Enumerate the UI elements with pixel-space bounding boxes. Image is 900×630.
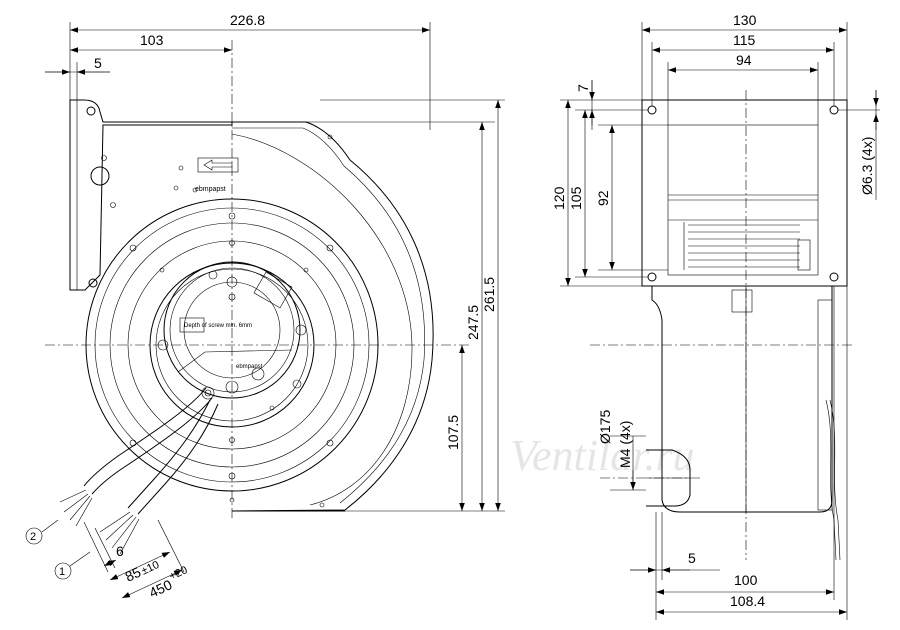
front-view: ebmpapst ebmpapst Depth of screw min. 6m… xyxy=(25,12,505,601)
watermark: Ventilar.ru xyxy=(510,431,695,480)
dim-width-overall: 130 xyxy=(733,12,757,28)
callout-circle-2 xyxy=(25,527,43,545)
dim-height-to-outlet: 247.5 xyxy=(465,305,481,340)
callout-circle-1 xyxy=(54,562,72,580)
volute-housing xyxy=(85,121,434,512)
dim-inner-height: 92 xyxy=(595,190,611,206)
brand-label: ebmpapst xyxy=(195,186,226,193)
dim-lead-strip: 6 xyxy=(116,543,124,559)
dim-center-height: 107.5 xyxy=(445,415,461,450)
mounting-flange xyxy=(69,99,233,291)
rotor-brand-label: ebmpapst xyxy=(236,364,263,370)
callout-1: 1 xyxy=(59,566,65,578)
dim-rotor-offset: 5 xyxy=(688,550,696,566)
dim-flange-thickness: 5 xyxy=(94,55,102,71)
cable-bundle xyxy=(59,387,219,555)
dim-height-overall: 120 xyxy=(551,186,567,210)
dim-screw-thread: M4 (4x) xyxy=(617,421,633,468)
side-flange-plate xyxy=(641,99,848,287)
front-extension-lines xyxy=(69,22,505,512)
dim-hole-spacing-h: 115 xyxy=(733,32,756,48)
rotor-note: Depth of screw min. 6mm xyxy=(184,323,252,329)
side-view: 130 115 94 7 120 105 92 Ø6.3 (4x) Ø175 M… xyxy=(551,12,880,620)
callout-2: 2 xyxy=(30,531,36,543)
dim-inner-width: 94 xyxy=(736,52,752,68)
dim-depth: 100 xyxy=(734,572,758,588)
side-housing xyxy=(646,286,841,561)
dim-overall-height: 261.5 xyxy=(481,277,497,312)
dim-flange-offset: 7 xyxy=(575,84,591,92)
dim-center-offset: 103 xyxy=(140,32,164,48)
dim-lead-length-2-tol: +20 xyxy=(167,564,189,583)
dim-overall-width: 226.8 xyxy=(230,12,265,28)
dim-hole-diameter: Ø6.3 (4x) xyxy=(859,137,875,195)
dim-hole-spacing-v: 105 xyxy=(568,186,584,210)
lead-length-dims xyxy=(83,519,185,599)
dim-depth-overall: 108.4 xyxy=(730,593,765,609)
dim-rotor-diameter: Ø175 xyxy=(597,410,613,444)
dim-lead-length-1-tol: ±10 xyxy=(140,559,162,578)
rotation-direction-arrow xyxy=(197,157,239,173)
dim-lead-length-1: 85 xyxy=(123,564,144,585)
